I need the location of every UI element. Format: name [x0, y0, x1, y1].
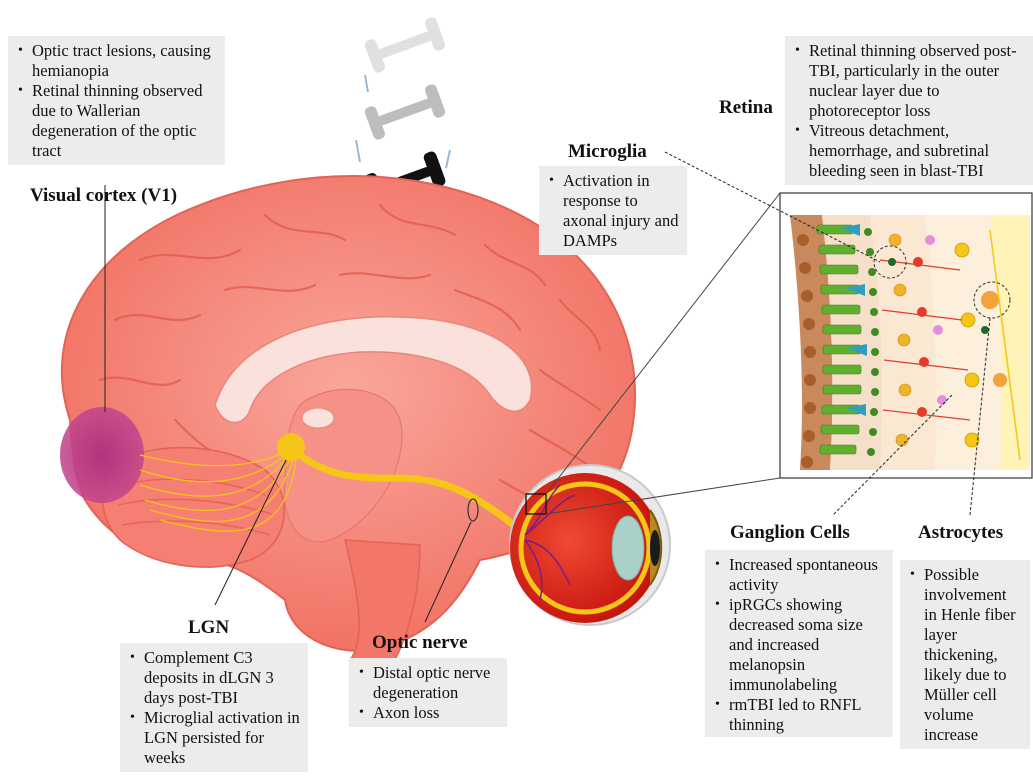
- microglia-note-item: Activation in response to axonal injury …: [563, 171, 679, 251]
- retina-note-item: Retinal thinning observed post-TBI, part…: [809, 41, 1025, 121]
- visual-cortex-label: Visual cortex (V1): [30, 185, 177, 207]
- ganglion-cells-note-item: rmTBI led to RNFL thinning: [729, 695, 885, 735]
- microglia-note: Activation in response to axonal injury …: [539, 166, 687, 255]
- lgn-label: LGN: [188, 617, 229, 639]
- ganglion-cells-note-item: ipRGCs showing decreased soma size and i…: [729, 595, 885, 695]
- retina-layers: [790, 215, 1030, 470]
- astrocytes-note: Possible involvement in Henle fiber laye…: [900, 560, 1030, 749]
- astrocytes-label: Astrocytes: [918, 522, 1003, 544]
- eye-illustration: [510, 465, 670, 625]
- optic-tract-note-item: Retinal thinning observed due to Walleri…: [32, 81, 217, 161]
- dumbbell-icon-mid: [363, 83, 446, 141]
- optic-nerve-note: Distal optic nerve degeneration Axon los…: [349, 658, 507, 727]
- astrocytes-note-item: Possible involvement in Henle fiber laye…: [924, 565, 1022, 745]
- optic-tract-note-item: Optic tract lesions, causing hemianopia: [32, 41, 217, 81]
- retina-label: Retina: [719, 97, 773, 119]
- lgn-note-item: Microglial activation in LGN persisted f…: [144, 708, 300, 768]
- retina-note: Retinal thinning observed post-TBI, part…: [785, 36, 1033, 185]
- ganglion-cells-label: Ganglion Cells: [730, 522, 850, 544]
- visual-cortex-region: [60, 407, 144, 503]
- microglia-label: Microglia: [568, 141, 647, 163]
- lgn-note-item: Complement C3 deposits in dLGN 3 days po…: [144, 648, 300, 708]
- lgn-note: Complement C3 deposits in dLGN 3 days po…: [120, 643, 308, 772]
- optic-nerve-note-item: Distal optic nerve degeneration: [373, 663, 499, 703]
- optic-nerve-label: Optic nerve: [372, 632, 468, 654]
- optic-nerve-note-item: Axon loss: [373, 703, 499, 723]
- dumbbell-icon-faded: [363, 16, 446, 74]
- ganglion-cells-note: Increased spontaneous activity ipRGCs sh…: [705, 550, 893, 737]
- optic-tract-note: Optic tract lesions, causing hemianopia …: [8, 36, 225, 165]
- retina-note-item: Vitreous detachment, hemorrhage, and sub…: [809, 121, 1025, 181]
- ganglion-cells-note-item: Increased spontaneous activity: [729, 555, 885, 595]
